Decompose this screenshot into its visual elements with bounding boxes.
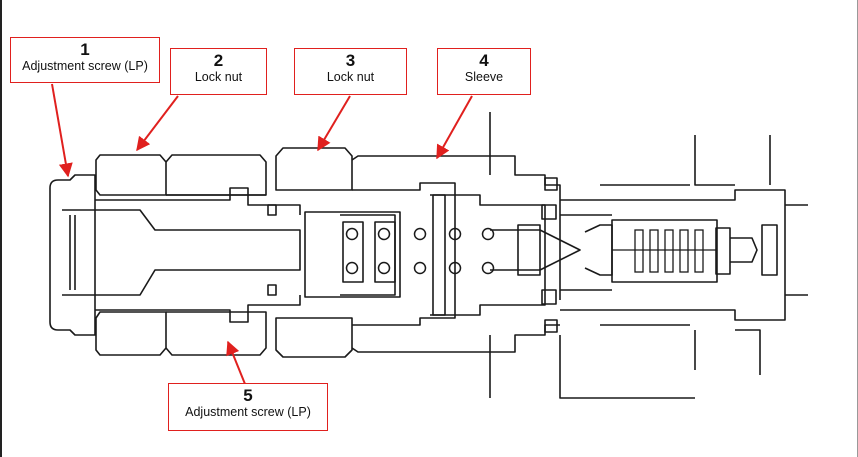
ball-7 (448, 227, 462, 241)
lock-nut-2-bottom (95, 311, 167, 356)
callout-1-label: Adjustment screw (LP) (22, 59, 148, 73)
callout-1: 1 Adjustment screw (LP) (10, 37, 160, 83)
ball-5 (413, 227, 427, 241)
lock-nut-2-top (95, 154, 167, 196)
callout-4: 4 Sleeve (437, 48, 531, 95)
frame-edge-left (0, 0, 2, 457)
leader-2 (136, 95, 179, 152)
callout-2-number: 2 (213, 51, 224, 70)
lock-nut-3-top (275, 147, 353, 191)
ball-9 (481, 227, 495, 241)
leader-3 (317, 95, 351, 152)
adjustment-screw-bore (62, 209, 301, 296)
callout-4-label: Sleeve (464, 70, 504, 84)
ball-1 (345, 227, 359, 241)
lock-nut-3-bottom (275, 317, 353, 358)
leader-1 (51, 83, 73, 178)
callout-5-number: 5 (243, 386, 253, 405)
poppet-cone (490, 229, 581, 271)
ball-4 (377, 261, 391, 275)
ball-3 (377, 227, 391, 241)
ball-2 (345, 261, 359, 275)
sleeve-outline (351, 155, 561, 353)
callout-3: 3 Lock nut (294, 48, 407, 95)
callout-5-label: Adjustment screw (LP) (185, 405, 311, 419)
leader-5 (226, 340, 246, 385)
callout-5: 5 Adjustment screw (LP) (168, 383, 328, 431)
piston-block (304, 211, 401, 298)
leader-4 (436, 95, 473, 160)
ball-6 (413, 261, 427, 275)
ball-8 (448, 261, 462, 275)
callout-2-label: Lock nut (194, 70, 243, 84)
callout-3-label: Lock nut (326, 70, 375, 84)
callout-1-number: 1 (80, 40, 90, 59)
adjustment-screw-body (49, 174, 96, 336)
callout-3-number: 3 (345, 51, 356, 70)
callout-2: 2 Lock nut (170, 48, 267, 95)
callout-4-number: 4 (479, 51, 489, 70)
spring (612, 229, 716, 273)
ball-10 (481, 261, 495, 275)
